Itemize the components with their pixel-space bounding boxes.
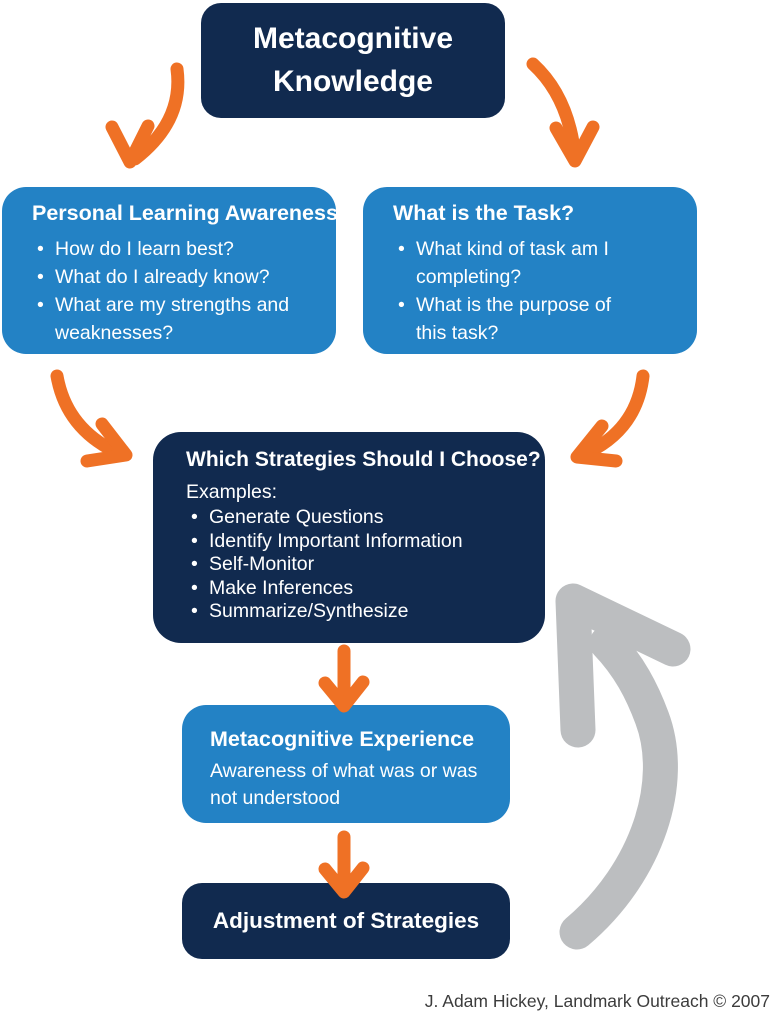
arrow-head bbox=[570, 419, 623, 468]
bullet-item: Make Inferences bbox=[186, 577, 537, 601]
bullet-list: How do I learn best? What do I already k… bbox=[32, 235, 295, 347]
bullet-list: Generate Questions Identify Important In… bbox=[186, 506, 537, 624]
node-what-is-the-task: What is the Task? What kind of task am I… bbox=[363, 187, 697, 354]
arrow-personal-to-strategies bbox=[50, 369, 133, 468]
bullet-item: What are my strengths and weaknesses? bbox=[32, 291, 295, 347]
node-personal-learning-awareness: Personal Learning Awareness How do I lea… bbox=[2, 187, 338, 354]
arrow-shaft bbox=[582, 369, 650, 459]
credit-text: J. Adam Hickey, Landmark Outreach © 2007 bbox=[424, 991, 770, 1011]
node-title: Personal Learning Awareness bbox=[32, 201, 338, 225]
node-adjustment-of-strategies: Adjustment of Strategies bbox=[182, 883, 510, 959]
arrow-head bbox=[555, 583, 691, 748]
arrow-shaft bbox=[50, 369, 121, 458]
arrow-root-to-personal bbox=[105, 62, 185, 169]
bullet-item: Self-Monitor bbox=[186, 553, 537, 577]
node-title: Which Strategies Should I Choose? bbox=[186, 448, 541, 471]
bullet-item: What kind of task am I completing? bbox=[393, 235, 631, 291]
arrow-shaft bbox=[559, 625, 678, 950]
arrow-root-to-task bbox=[526, 57, 600, 168]
node-body: Awareness of what was or was not underst… bbox=[210, 760, 478, 809]
node-title: What is the Task? bbox=[393, 201, 575, 225]
bullet-list: What kind of task am I completing? What … bbox=[393, 235, 631, 347]
node-which-strategies: Which Strategies Should I Choose? Exampl… bbox=[153, 432, 545, 643]
bullet-item: Summarize/Synthesize bbox=[186, 600, 537, 624]
node-title: Metacognitive Knowledge bbox=[252, 21, 454, 98]
node-metacognitive-knowledge: Metacognitive Knowledge bbox=[201, 3, 505, 118]
arrow-shaft bbox=[128, 62, 185, 166]
arrow-task-to-strategies bbox=[570, 369, 650, 468]
arrow-strategies-to-experience bbox=[318, 644, 370, 713]
arrow-adjustment-feedback-to-strategies bbox=[555, 583, 691, 950]
arrow-head bbox=[549, 120, 600, 168]
node-metacognitive-experience: Metacognitive Experience Awareness of wh… bbox=[182, 705, 510, 823]
arrow-head bbox=[105, 119, 155, 169]
bullet-item: What is the purpose of this task? bbox=[393, 291, 631, 347]
arrow-head bbox=[80, 417, 133, 468]
arrow-shaft bbox=[526, 57, 582, 164]
bullet-item: What do I already know? bbox=[32, 263, 295, 291]
bullet-item: How do I learn best? bbox=[32, 235, 295, 263]
arrow-head bbox=[318, 675, 370, 713]
bullet-item: Identify Important Information bbox=[186, 530, 537, 554]
node-subtitle: Examples: bbox=[186, 481, 278, 503]
node-title: Metacognitive Experience bbox=[210, 727, 475, 751]
bullet-item: Generate Questions bbox=[186, 506, 537, 530]
node-title: Adjustment of Strategies bbox=[212, 908, 480, 933]
